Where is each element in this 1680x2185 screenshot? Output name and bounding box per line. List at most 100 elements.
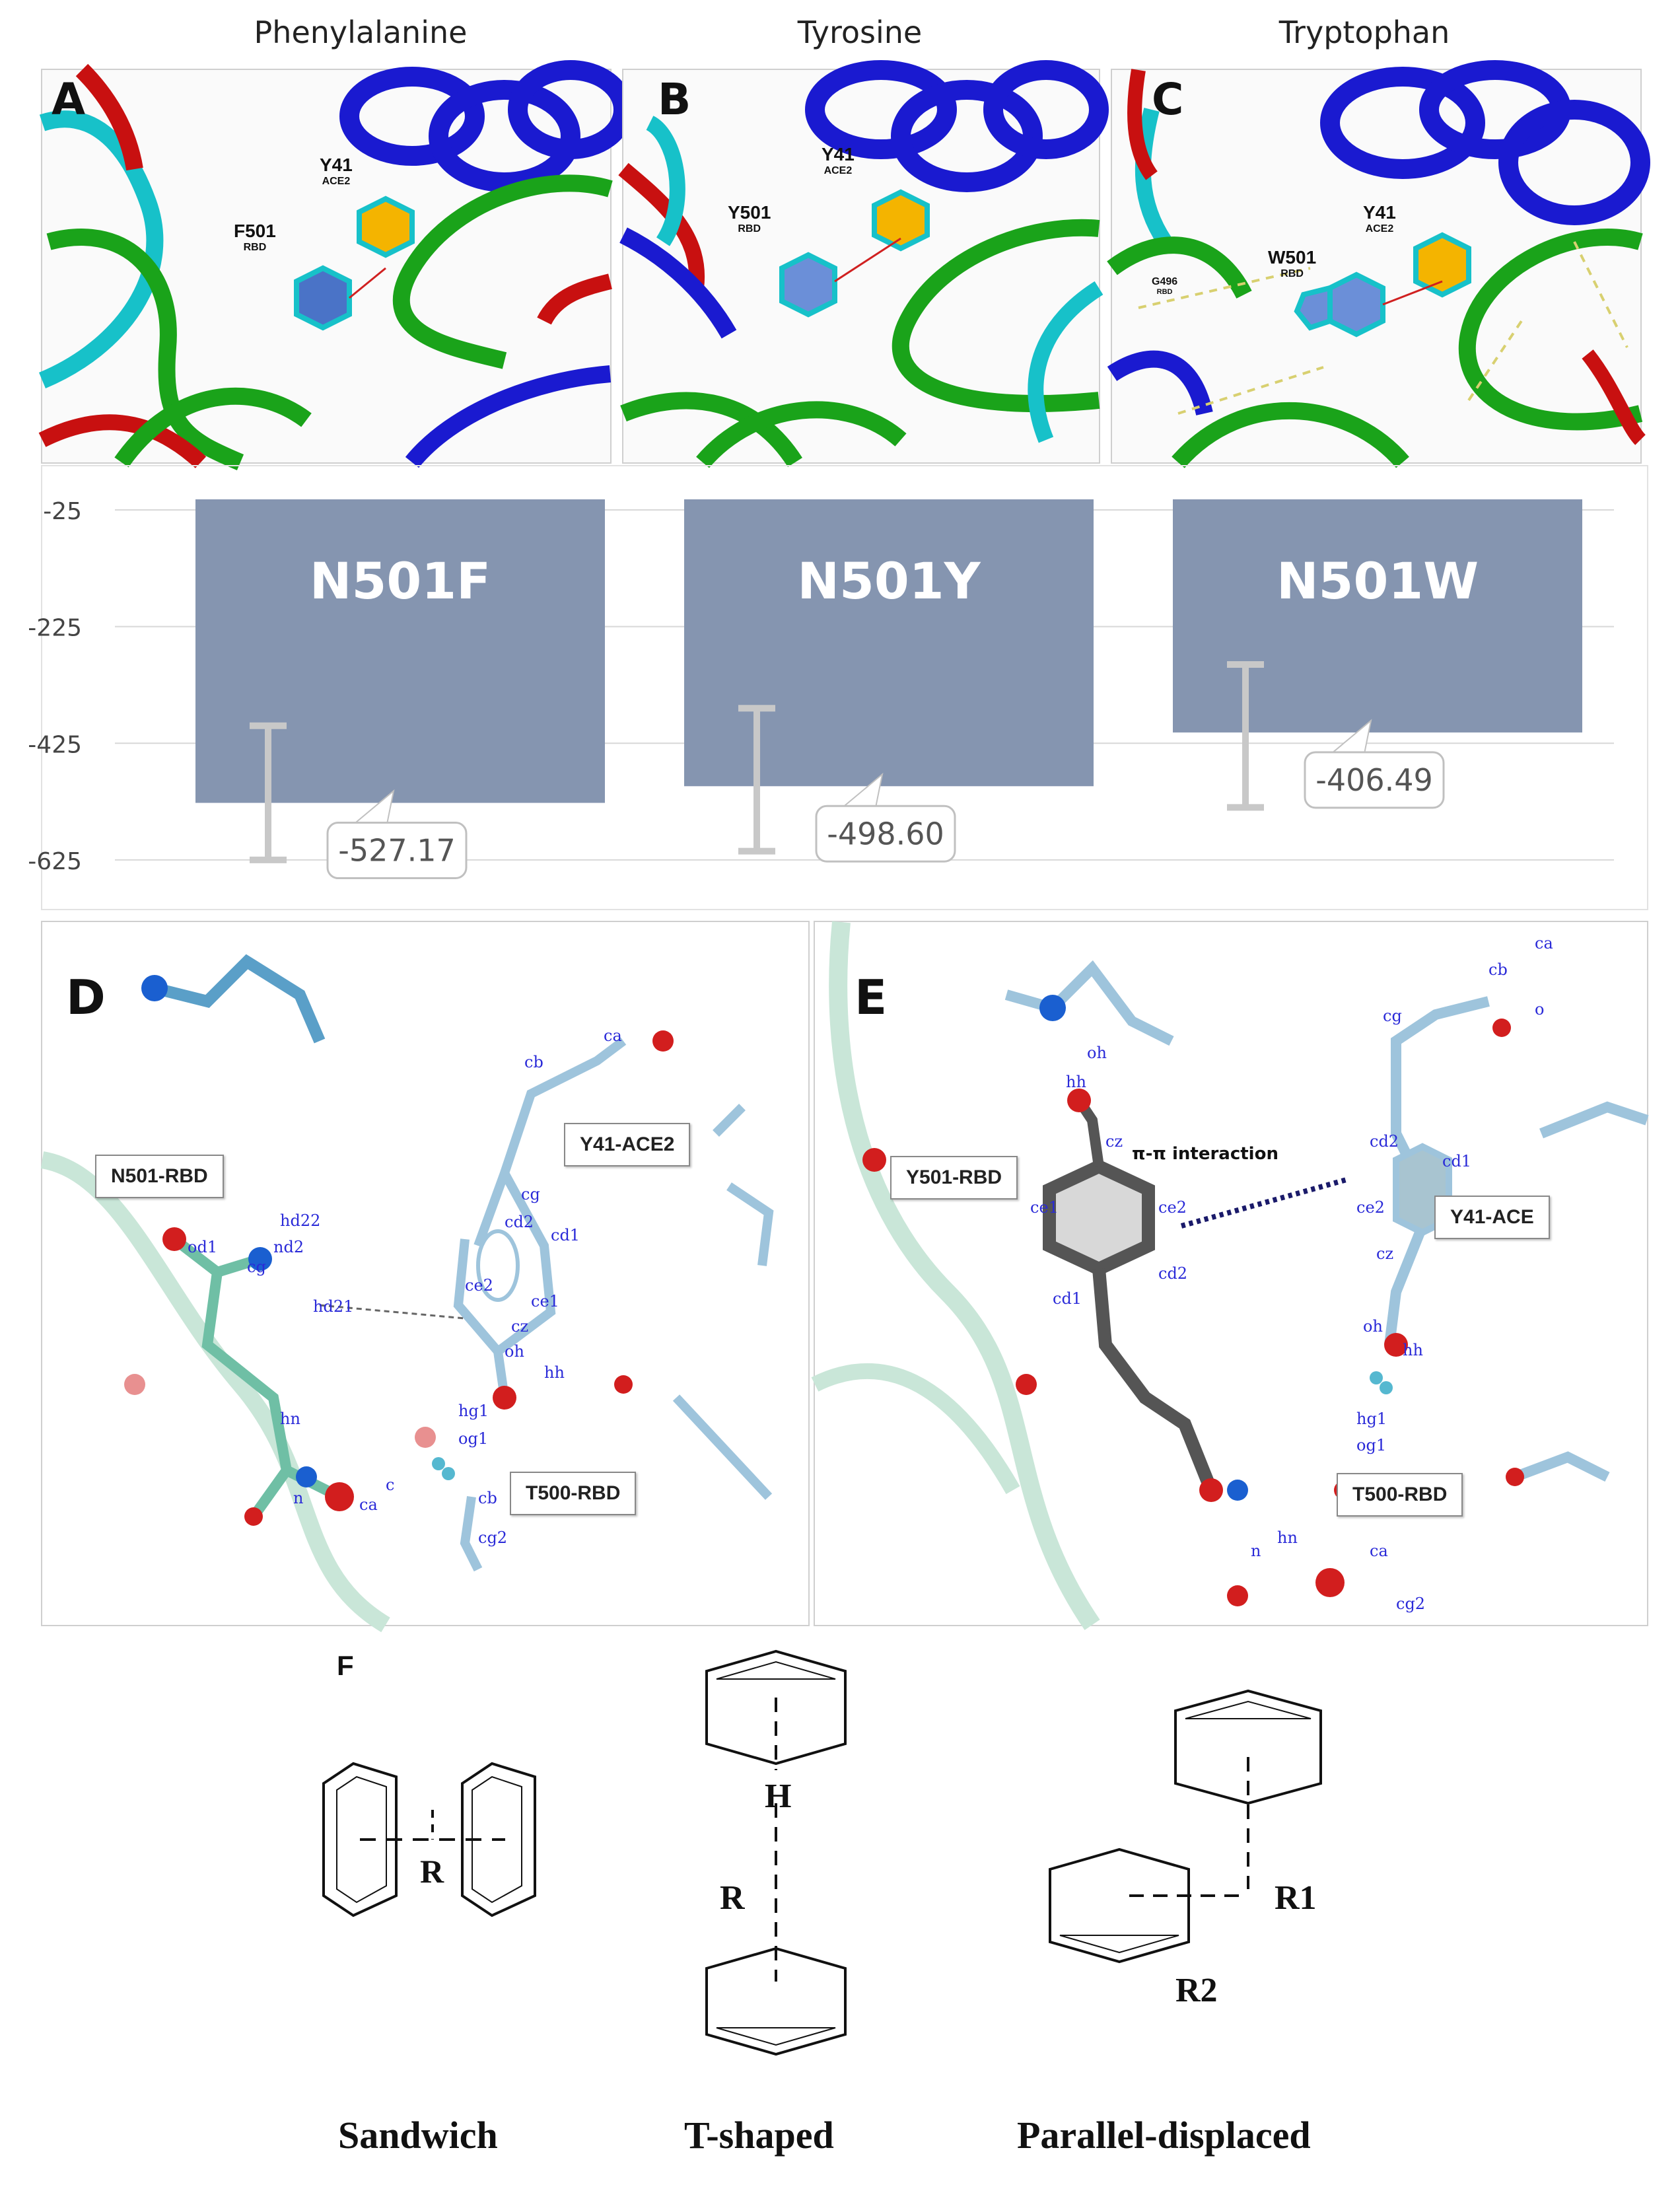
panel-a-render bbox=[38, 60, 633, 470]
svg-text:og1: og1 bbox=[1356, 1436, 1386, 1454]
panel-b-render bbox=[618, 60, 1109, 468]
t-shaped-diagram bbox=[705, 1649, 847, 2056]
svg-text:cd2: cd2 bbox=[505, 1213, 534, 1231]
svg-text:nd2: nd2 bbox=[273, 1238, 304, 1256]
svg-text:n: n bbox=[1251, 1542, 1261, 1560]
label-t500-rbd: T500-RBD bbox=[510, 1472, 637, 1515]
t-shaped-h-label: H bbox=[765, 1777, 791, 1815]
bar-n501f bbox=[195, 499, 605, 803]
f501-ring-icon bbox=[294, 265, 352, 331]
stacking-geometries: R H R R1 R2 Sandwich T-shaped Parallel-d… bbox=[322, 1649, 1322, 2157]
y41-ring-icon bbox=[872, 189, 930, 252]
panel-c-letter: C bbox=[1152, 74, 1184, 125]
label-t500-rbd-e: T500-RBD bbox=[1337, 1473, 1463, 1517]
svg-text:ce1: ce1 bbox=[531, 1292, 559, 1310]
svg-text:cb: cb bbox=[1488, 960, 1508, 979]
svg-text:cg: cg bbox=[521, 1185, 540, 1203]
svg-text:hn: hn bbox=[1277, 1528, 1298, 1547]
svg-text:cd1: cd1 bbox=[551, 1226, 580, 1244]
y41-ring-icon bbox=[1413, 232, 1471, 298]
svg-text:ce2: ce2 bbox=[1356, 1198, 1385, 1217]
svg-text:ca: ca bbox=[1535, 934, 1553, 952]
parallel-r1-label: R1 bbox=[1275, 1879, 1317, 1917]
svg-text:c: c bbox=[386, 1476, 394, 1494]
svg-text:ca: ca bbox=[359, 1495, 378, 1514]
pi-pi-interaction-label: π-π interaction bbox=[1132, 1144, 1278, 1164]
panel-e-letter: E bbox=[855, 970, 888, 1025]
panel-b-letter: B bbox=[658, 74, 691, 125]
sandwich-diagram bbox=[322, 1762, 536, 1917]
svg-text:n: n bbox=[293, 1489, 303, 1507]
svg-text:cg: cg bbox=[247, 1258, 266, 1276]
bar-n501w bbox=[1173, 499, 1582, 733]
svg-text:cz: cz bbox=[1376, 1244, 1393, 1263]
value-label-n501f: -527.17 bbox=[338, 833, 456, 869]
y-tick-label-2: -425 bbox=[28, 731, 82, 758]
y501-ring-icon bbox=[779, 252, 837, 318]
parallel-displaced-diagram bbox=[1049, 1689, 1322, 1964]
bar-label-n501f: N501F bbox=[310, 552, 491, 610]
value-callout-n501w bbox=[1304, 751, 1445, 809]
panel-a-letter: A bbox=[52, 74, 86, 125]
t-shaped-label: T-shaped bbox=[684, 2114, 834, 2157]
value-label-n501w: -406.49 bbox=[1315, 762, 1433, 798]
column-title-phenylalanine: Phenylalanine bbox=[254, 15, 468, 50]
t-shaped-r-label: R bbox=[720, 1879, 746, 1917]
svg-text:oh: oh bbox=[1087, 1044, 1107, 1062]
y-tick-label-3: -625 bbox=[28, 848, 82, 875]
svg-text:hh: hh bbox=[1403, 1341, 1423, 1359]
svg-text:cd2: cd2 bbox=[1158, 1264, 1187, 1283]
column-title-tryptophan: Tryptophan bbox=[1278, 15, 1450, 50]
parallel-r2-label: R2 bbox=[1175, 1972, 1218, 2009]
svg-text:hh: hh bbox=[544, 1363, 565, 1382]
svg-text:ce2: ce2 bbox=[1158, 1198, 1187, 1217]
svg-text:ce2: ce2 bbox=[465, 1276, 493, 1295]
svg-text:cd1: cd1 bbox=[1442, 1152, 1471, 1170]
value-callout-n501y bbox=[815, 805, 956, 863]
svg-text:od1: od1 bbox=[188, 1238, 217, 1256]
panel-f-letter: F bbox=[337, 1650, 354, 1681]
label-y501-rbd: Y501-RBD bbox=[890, 1156, 1018, 1200]
svg-text:cb: cb bbox=[478, 1489, 497, 1507]
parallel-displaced-label: Parallel-displaced bbox=[1017, 2114, 1311, 2157]
svg-text:ca: ca bbox=[604, 1026, 622, 1045]
w501-ring-icon bbox=[1294, 271, 1385, 338]
value-label-n501y: -498.60 bbox=[827, 816, 944, 851]
sandwich-label: Sandwich bbox=[338, 2114, 498, 2157]
svg-text:cd2: cd2 bbox=[1370, 1132, 1399, 1151]
svg-text:cg2: cg2 bbox=[1396, 1594, 1425, 1613]
panel-c-render bbox=[1107, 60, 1650, 468]
svg-text:hd21: hd21 bbox=[313, 1297, 353, 1316]
y-tick-label-1: -225 bbox=[28, 615, 82, 642]
label-n501-rbd: N501-RBD bbox=[95, 1155, 224, 1198]
chart-svg: -25-225-425-625N501F-527.17N501Y-498.60N… bbox=[28, 498, 1614, 880]
svg-text:cz: cz bbox=[1105, 1132, 1123, 1151]
bar-n501y bbox=[684, 499, 1094, 787]
svg-text:oh: oh bbox=[1363, 1317, 1383, 1336]
svg-text:hg1: hg1 bbox=[458, 1402, 489, 1420]
label-y41-ace2: Y41-ACE2 bbox=[564, 1123, 691, 1166]
label-y41-ace: Y41-ACE bbox=[1434, 1196, 1550, 1239]
svg-text:cb: cb bbox=[524, 1053, 543, 1071]
y41-ring-icon bbox=[357, 196, 415, 258]
svg-text:ca: ca bbox=[1370, 1542, 1388, 1560]
svg-text:cg: cg bbox=[1383, 1007, 1402, 1025]
value-callout-n501f bbox=[326, 822, 468, 880]
svg-text:hd22: hd22 bbox=[280, 1211, 320, 1230]
svg-text:cz: cz bbox=[511, 1317, 528, 1336]
y501-ring-icon bbox=[1043, 1159, 1155, 1277]
svg-text:hh: hh bbox=[1066, 1073, 1086, 1091]
svg-text:og1: og1 bbox=[458, 1429, 488, 1448]
sandwich-r-label: R bbox=[420, 1853, 444, 1890]
